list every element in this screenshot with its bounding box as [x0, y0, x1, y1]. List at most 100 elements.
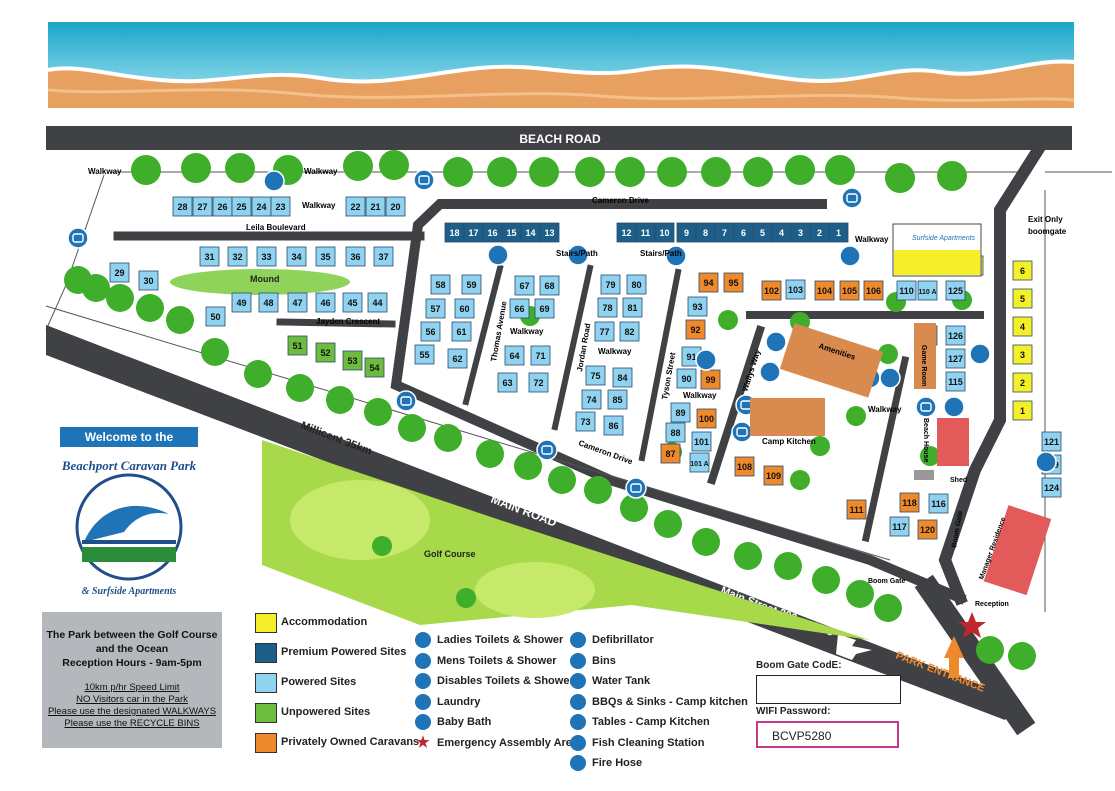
svg-text:67: 67 — [519, 281, 529, 291]
legend-label-4: Unpowered Sites — [281, 706, 371, 718]
legend-swatch-3 — [255, 673, 277, 693]
walkway-label-2: Walkway — [304, 167, 338, 176]
svg-text:57: 57 — [430, 304, 440, 314]
powered-site-67: 67 — [514, 275, 535, 296]
svg-text:49: 49 — [236, 298, 246, 308]
svg-text:108: 108 — [737, 462, 752, 472]
leila-boulevard-label: Leila Boulevard — [246, 223, 306, 232]
svg-text:7: 7 — [722, 228, 727, 238]
svg-text:63: 63 — [502, 378, 512, 388]
premium-site-13: 13 — [539, 222, 560, 243]
legend-label-3: Powered Sites — [281, 676, 357, 688]
legend-facility-b-3: Water Tank — [592, 675, 651, 687]
legend-facility-5: Baby Bath — [437, 716, 492, 728]
premium-site-4: 4 — [771, 222, 792, 243]
legend-facility-2: Mens Toilets & Shower — [437, 654, 557, 667]
svg-text:110 A: 110 A — [918, 289, 936, 296]
boomgate-label: boomgate — [1028, 227, 1067, 236]
powered-site-126: 126 — [945, 325, 966, 346]
tree-21 — [106, 284, 134, 312]
tree-40 — [812, 566, 840, 594]
svg-text:24: 24 — [256, 202, 266, 212]
tree-10 — [575, 157, 605, 187]
disabled-icon — [415, 673, 431, 689]
svg-text:86: 86 — [608, 421, 618, 431]
svg-text:58: 58 — [435, 280, 445, 290]
svg-text:71: 71 — [535, 351, 545, 361]
private-site-102: 102 — [761, 280, 782, 301]
powered-site-71: 71 — [530, 345, 551, 366]
tree-53 — [372, 536, 392, 556]
powered-site-63: 63 — [497, 372, 518, 393]
fire-hose-icon-2 — [263, 170, 285, 192]
powered-site-58: 58 — [430, 274, 451, 295]
powered-site-45: 45 — [342, 292, 363, 313]
svg-text:77: 77 — [599, 327, 609, 337]
powered-site-33: 33 — [256, 246, 277, 267]
bin-icon-10 — [625, 477, 647, 499]
svg-text:34: 34 — [291, 252, 301, 262]
svg-text:22: 22 — [350, 202, 360, 212]
svg-text:21: 21 — [370, 202, 380, 212]
svg-text:87: 87 — [665, 449, 675, 459]
bin-icon-12 — [731, 421, 753, 443]
accommodation-site-2: 2 — [1012, 372, 1033, 393]
tree-17 — [885, 163, 915, 193]
svg-text:32: 32 — [232, 252, 242, 262]
legend-swatch-4 — [255, 703, 277, 723]
svg-text:26: 26 — [217, 202, 227, 212]
svg-text:116: 116 — [931, 499, 946, 509]
svg-text:105: 105 — [842, 286, 857, 296]
private-site-120: 120 — [917, 519, 938, 540]
tree-51 — [810, 436, 830, 456]
bin-icon — [570, 652, 586, 669]
tree-7 — [443, 157, 473, 187]
tree-5 — [343, 151, 373, 181]
premium-site-3: 3 — [790, 222, 811, 243]
bbq-icon — [570, 693, 586, 710]
info-line2: and the Ocean — [95, 643, 169, 655]
svg-text:102: 102 — [764, 286, 779, 296]
legend-label-2: Premium Powered Sites — [281, 646, 407, 658]
walkway-label-6: Walkway — [598, 347, 632, 356]
svg-text:16: 16 — [487, 228, 497, 238]
bin-icon-13 — [915, 396, 937, 418]
trees-layer — [64, 150, 1036, 670]
water-tank-icon-26 — [943, 396, 965, 418]
mound: Mound — [170, 269, 350, 295]
powered-site-49: 49 — [231, 292, 252, 313]
powered-site-64: 64 — [504, 345, 525, 366]
svg-text:5: 5 — [1020, 294, 1025, 304]
svg-text:9: 9 — [684, 228, 689, 238]
bin-icon-4 — [841, 187, 863, 209]
svg-text:31: 31 — [204, 252, 214, 262]
private-site-109: 109 — [763, 465, 784, 486]
private-site-92: 92 — [685, 319, 706, 340]
game-room-building — [914, 323, 936, 389]
park-logo: Beachport Caravan Park & Surfside Apartm… — [61, 458, 197, 597]
rule-3: Please use the designated WALKWAYS — [47, 706, 217, 717]
tree-57 — [920, 446, 940, 466]
tree-2 — [181, 153, 211, 183]
svg-text:92: 92 — [690, 325, 700, 335]
tree-36 — [654, 510, 682, 538]
water-icon — [570, 673, 586, 689]
boom-gate-code-field — [756, 675, 901, 704]
tree-16 — [825, 155, 855, 185]
fire-hose-icon-5 — [487, 244, 509, 266]
welcome-banner: Welcome to the — [60, 427, 198, 447]
powered-site-66: 66 — [509, 298, 530, 319]
stairs-label-1: Stairs/Path — [556, 249, 598, 258]
entrance-up-arrow-icon — [944, 636, 964, 658]
svg-text:81: 81 — [627, 303, 637, 313]
svg-text:82: 82 — [624, 327, 634, 337]
jayden-crescent-label: Jayden Crescent — [316, 317, 380, 326]
private-site-108: 108 — [734, 456, 755, 477]
svg-text:100: 100 — [699, 414, 714, 424]
legend-facility-b-6: Fish Cleaning Station — [592, 736, 705, 749]
svg-text:72: 72 — [533, 378, 543, 388]
powered-site-101: 101 — [691, 431, 712, 452]
beach-house-label: Beach House — [922, 418, 929, 462]
svg-text:117: 117 — [892, 522, 907, 532]
